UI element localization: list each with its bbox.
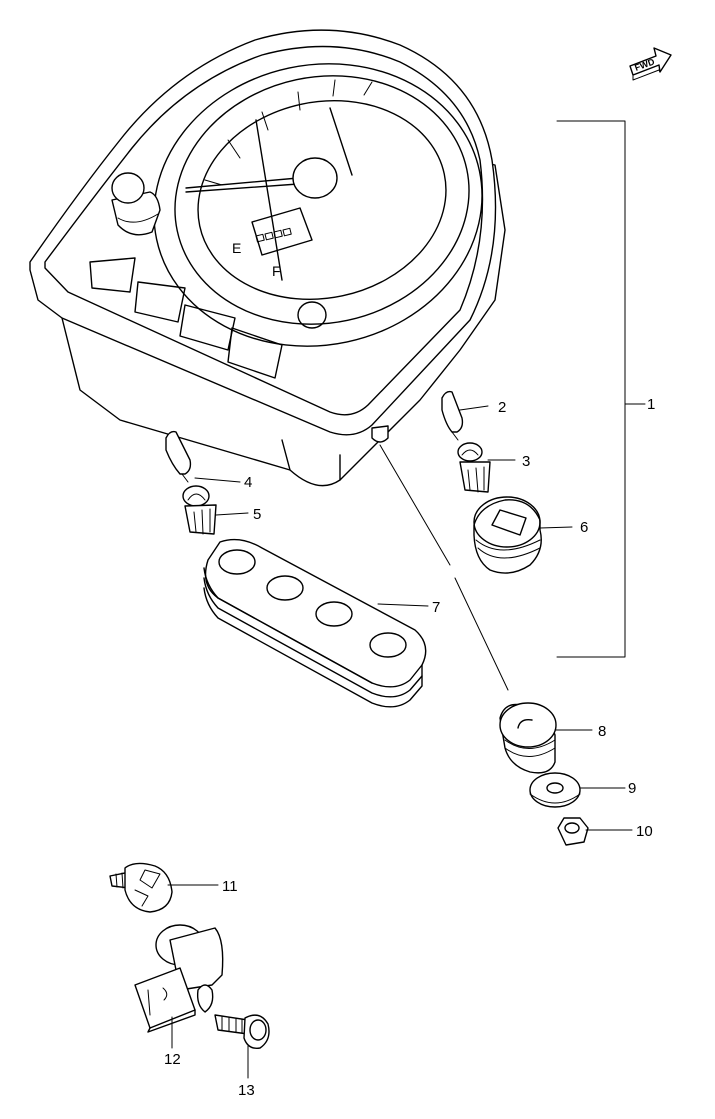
assembly-bracket bbox=[556, 120, 646, 658]
bulb-upper bbox=[441, 390, 464, 441]
nut bbox=[557, 817, 589, 846]
socket-lower bbox=[182, 485, 217, 535]
grommet-large bbox=[473, 496, 542, 574]
callout-9: 9 bbox=[628, 780, 636, 797]
callout-6: 6 bbox=[580, 519, 588, 536]
bulb-lower bbox=[165, 430, 192, 483]
guide-line-upper bbox=[379, 444, 451, 566]
meter-assembly: E F bbox=[29, 29, 506, 487]
callout-labels: 1 2 3 4 5 6 7 8 9 10 11 12 13 bbox=[164, 396, 655, 1099]
callout-4: 4 bbox=[244, 474, 252, 491]
callout-5: 5 bbox=[253, 506, 261, 523]
cushion bbox=[499, 702, 557, 774]
lamp-holder-strip bbox=[203, 538, 427, 708]
callout-10: 10 bbox=[636, 823, 653, 840]
socket-upper bbox=[457, 442, 491, 493]
washer bbox=[529, 772, 581, 808]
fwd-arrow-icon: FWD bbox=[629, 47, 672, 81]
bolt bbox=[214, 1014, 270, 1049]
callout-2: 2 bbox=[498, 399, 506, 416]
callout-8: 8 bbox=[598, 723, 606, 740]
connector-bracket bbox=[134, 924, 224, 1033]
leader-lines bbox=[167, 405, 633, 1079]
callout-1: 1 bbox=[647, 396, 655, 413]
callout-11: 11 bbox=[222, 878, 238, 895]
callout-3: 3 bbox=[522, 453, 530, 470]
callout-7: 7 bbox=[432, 599, 440, 616]
trip-reset-knob bbox=[111, 172, 161, 236]
fuel-empty-mark: E bbox=[232, 240, 241, 256]
fuel-full-mark: F bbox=[272, 263, 281, 279]
adjuster-screw bbox=[109, 862, 173, 913]
callout-12: 12 bbox=[164, 1051, 181, 1068]
callout-13: 13 bbox=[238, 1082, 255, 1099]
guide-line-lower bbox=[454, 577, 509, 691]
